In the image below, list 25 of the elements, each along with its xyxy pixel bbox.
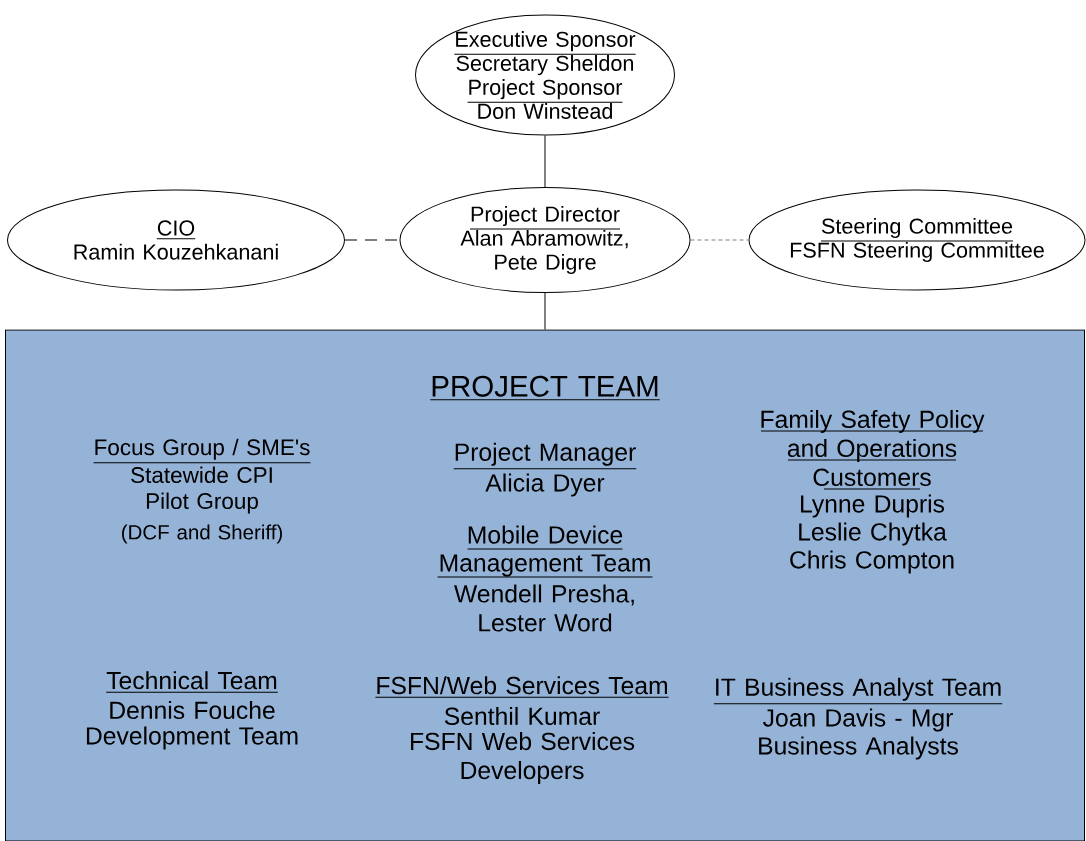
member-name: Alicia Dyer <box>485 473 605 497</box>
group-heading: Mobile Device Management Team <box>437 525 653 578</box>
connector-line <box>544 135 546 188</box>
group-heading: Project Manager <box>453 442 637 470</box>
group-heading: Family Safety Policy and Operations Customers <box>760 409 985 490</box>
group-heading: Technical Team <box>105 671 279 693</box>
member-name: Joan Davis - Mgr <box>763 708 953 732</box>
member-name: Development Team <box>86 726 298 750</box>
member-name: Lynne Dupris <box>801 494 945 518</box>
group-note: (DCF and Sheriff) <box>122 524 282 544</box>
member-name: Business Analysts <box>759 736 958 760</box>
member-name: Leslie Chytka <box>799 522 947 546</box>
connector-line <box>344 239 400 241</box>
member-name: Wendell Presha, Lester Word <box>454 584 634 632</box>
group-heading: IT Business Analyst Team <box>713 677 1003 705</box>
member-name: Senthil Kumar <box>444 706 600 726</box>
connector-line <box>544 292 546 330</box>
group-heading: FSFN/Web Services Team <box>374 676 670 698</box>
member-name: Statewide CPI Pilot Group <box>131 466 272 514</box>
member-name: FSFN Web Services Developers <box>411 732 635 784</box>
team-title: PROJECT TEAM <box>429 375 661 401</box>
group-heading: Focus Group / SME's <box>93 438 311 464</box>
member-name: Chris Compton <box>790 550 954 574</box>
member-name: Dennis Fouche <box>110 700 275 720</box>
connector-line <box>690 239 749 241</box>
